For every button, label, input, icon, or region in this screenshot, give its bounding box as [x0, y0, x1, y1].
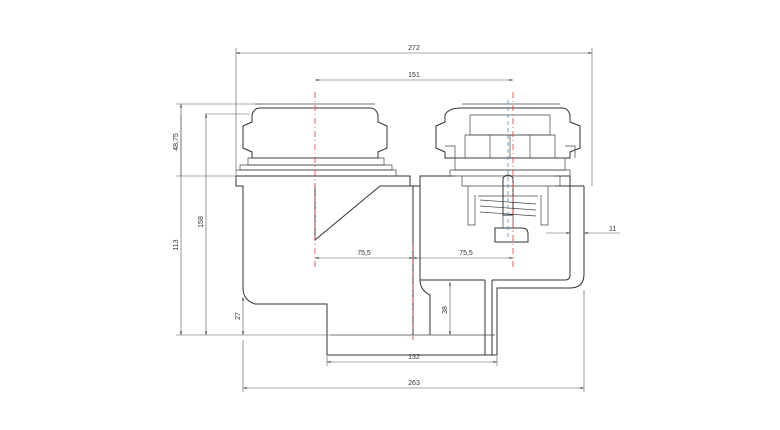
dim-11: 11 [546, 226, 620, 235]
dim-263: 263 [242, 290, 585, 392]
dim-158-label: 158 [198, 216, 205, 228]
dim-132: 132 [326, 354, 498, 366]
dim-158: 158 [198, 113, 250, 335]
body-outline [235, 175, 585, 356]
dim-75-5-right-label: 75,5 [459, 250, 473, 257]
dim-27-label: 27 [235, 312, 242, 320]
dim-38: 38 [442, 282, 452, 335]
dim-38-label: 38 [442, 306, 449, 314]
dim-27: 27 [235, 297, 245, 335]
dim-48-75: 48,75 [173, 114, 236, 177]
dim-11-label: 11 [609, 226, 616, 233]
dim-263-label: 263 [408, 380, 420, 387]
dim-48-75-label: 48,75 [173, 133, 180, 151]
dim-151-label: 151 [408, 72, 420, 79]
dim-113-label: 113 [173, 239, 180, 250]
dim-272-label: 272 [408, 45, 420, 52]
dim-75-5: 75,5 75,5 [315, 250, 513, 260]
dim-75-5-left-label: 75,5 [357, 250, 371, 257]
dim-132-label: 132 [408, 354, 420, 361]
dim-113: 113 [173, 103, 330, 336]
dim-151: 151 [315, 72, 513, 82]
left-cap [236, 103, 397, 176]
center-lines [314, 92, 514, 340]
